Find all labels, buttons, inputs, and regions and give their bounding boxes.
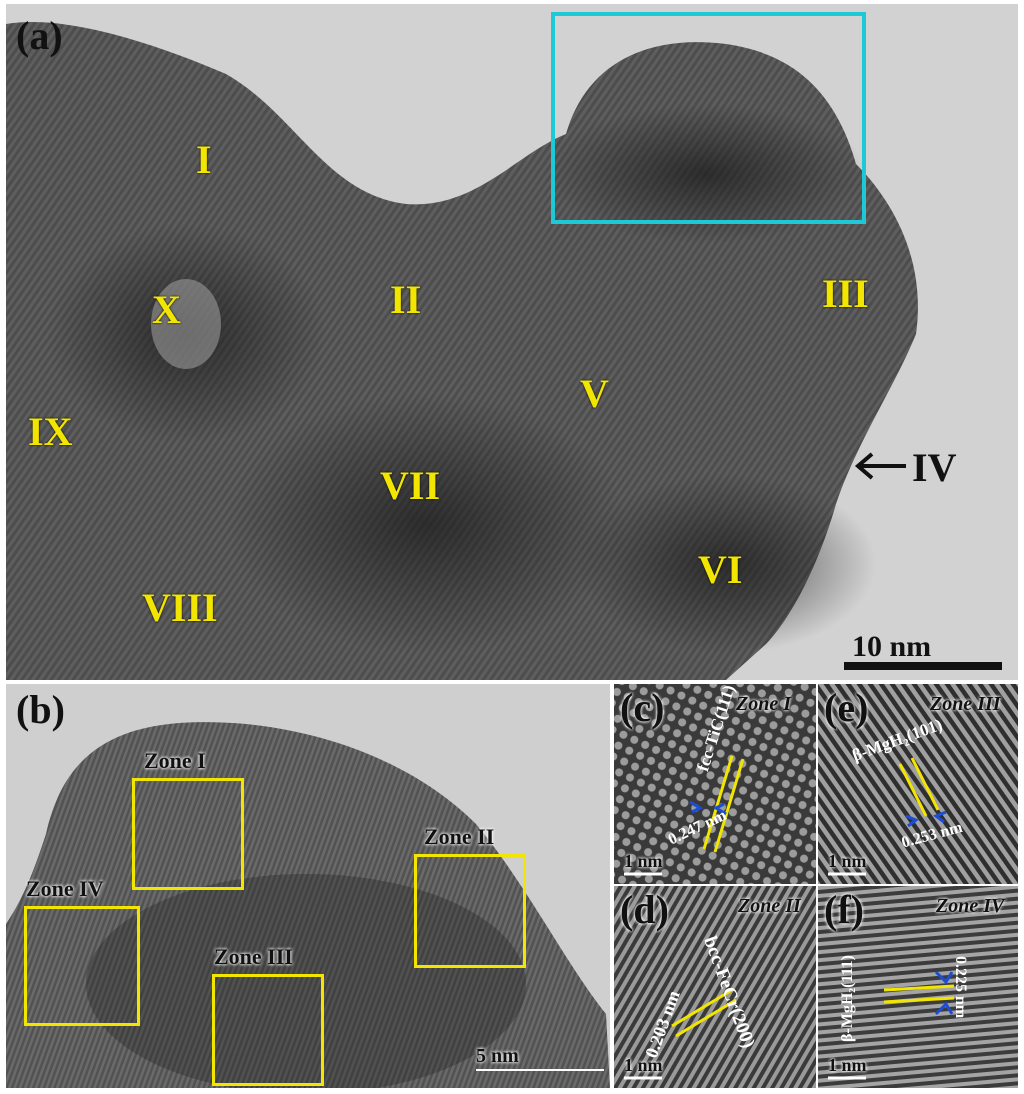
panel-f-phase: β-MgH₂(111) [839, 955, 856, 1042]
highlight-box [551, 12, 866, 224]
zone-box-iii [212, 974, 324, 1086]
scale-label-b: 5 nm [476, 1045, 519, 1067]
region-viii: VIII [142, 585, 218, 630]
zone-label-iii: Zone III [214, 944, 293, 969]
panel-f-zone: Zone IV [936, 895, 1005, 917]
scale-bar-a [844, 662, 1002, 670]
region-i: I [196, 137, 212, 182]
region-ix: IX [28, 409, 73, 454]
region-x: X [152, 287, 181, 332]
panel-b-label: (b) [16, 687, 65, 732]
region-vii: VII [380, 463, 441, 508]
scale-label-a: 10 nm [852, 630, 932, 663]
zone-label-i: Zone I [144, 748, 206, 773]
zone-label-iv: Zone IV [26, 876, 104, 901]
panel-a: (a) I II III IV V VI VII VIII IX X 10 nm [6, 4, 1018, 680]
panel-d: (d) Zone II bcc-FeCr(200) 0.203 nm 1 nm [614, 886, 816, 1088]
panel-a-label: (a) [16, 13, 63, 58]
region-ii: II [390, 277, 422, 322]
zone-label-ii: Zone II [424, 824, 495, 849]
zone-box-i [132, 778, 244, 890]
panel-e-zone: Zone III [930, 693, 1001, 715]
region-v: V [580, 371, 609, 416]
panel-a-micrograph [6, 4, 1018, 680]
panel-d-zone: Zone II [738, 895, 801, 917]
panel-f-scale: 1 nm [828, 1055, 867, 1075]
panel-c-zone: Zone I [736, 693, 791, 715]
panel-f-spacing: 0.225 nm [952, 956, 969, 1019]
panel-e-scale: 1 nm [828, 851, 867, 871]
panel-b: (b) Zone I Zone II Zone III Zone IV 5 nm [6, 684, 610, 1088]
panel-f-label: (f) [824, 887, 864, 932]
panel-f: (f) Zone IV β-MgH₂(111) 0.225 nm 1 nm [818, 886, 1018, 1088]
panel-f-fft-image [818, 886, 1018, 1088]
region-iv: IV [912, 445, 957, 490]
panel-e: (e) Zone III β-MgH₂(101) 0.253 nm 1 nm [818, 684, 1018, 884]
panel-c-label: (c) [620, 685, 665, 730]
region-vi: VI [698, 547, 743, 592]
panel-d-scale: 1 nm [624, 1055, 663, 1075]
panel-e-fft-image [818, 684, 1018, 884]
region-iii: III [822, 271, 869, 316]
zone-box-iv [24, 906, 140, 1026]
panel-d-label: (d) [620, 887, 669, 932]
zone-box-ii [414, 854, 526, 968]
panel-d-fft-image [614, 886, 816, 1088]
panel-c-scale: 1 nm [624, 851, 663, 871]
panel-c-fft-image [614, 684, 816, 884]
panel-e-label: (e) [824, 685, 869, 730]
panel-c: (c) Zone I fcc-TiC(111) 0.247 nm 1 nm [614, 684, 816, 884]
